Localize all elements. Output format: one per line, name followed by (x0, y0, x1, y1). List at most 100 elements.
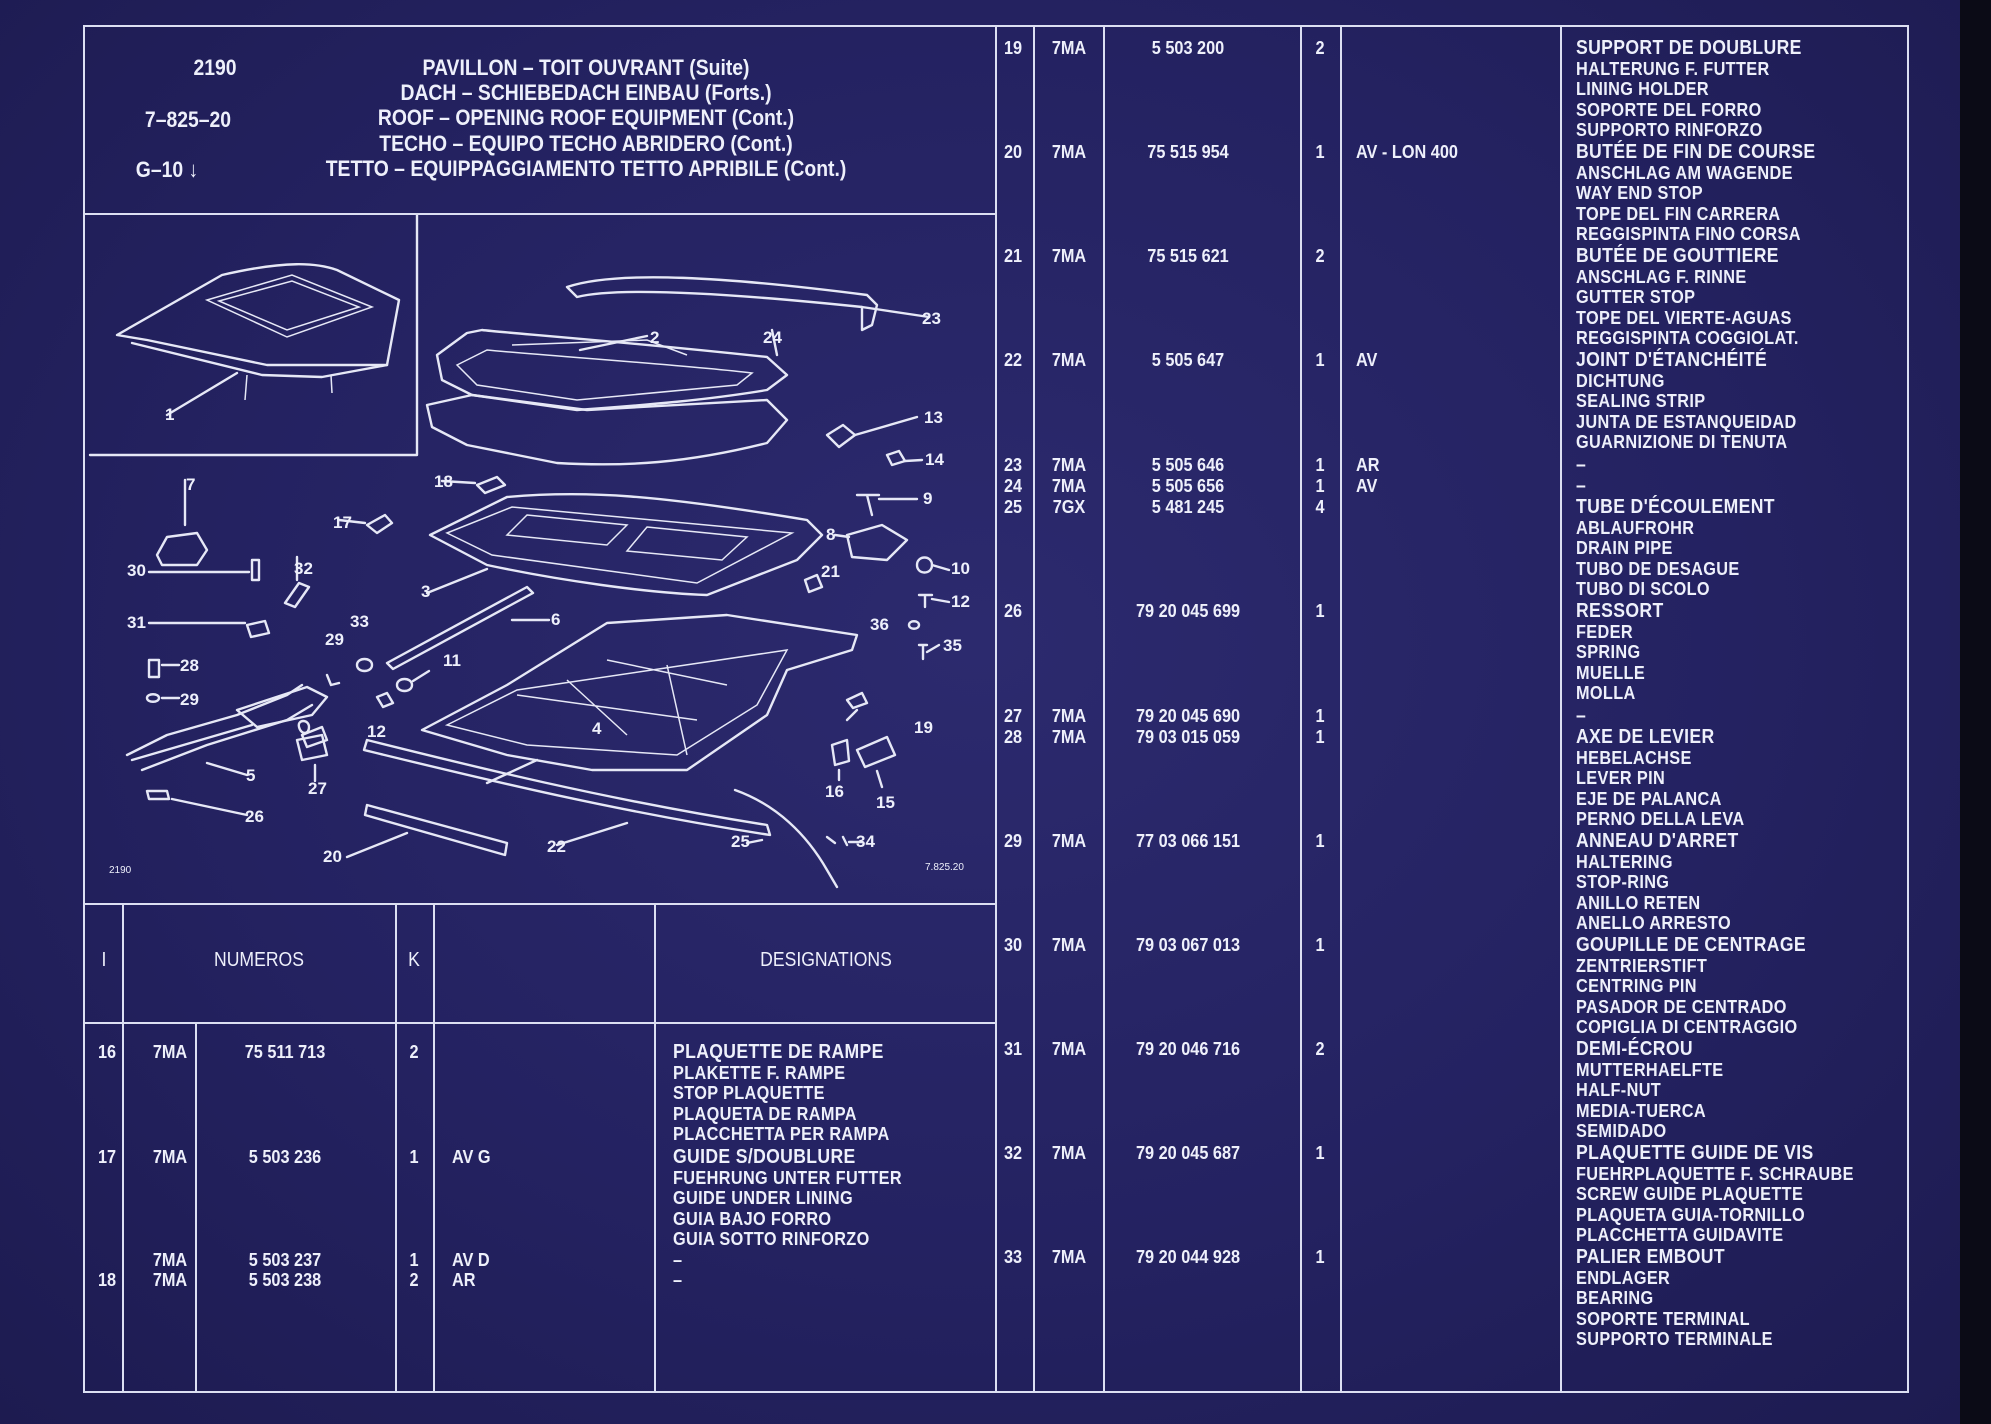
designation-line: DICHTUNG (1576, 369, 1665, 391)
designation-line: SUPPORTO TERMINALE (1576, 1328, 1773, 1350)
callout-28: 28 (180, 656, 199, 675)
roof-opening-shape (204, 274, 375, 338)
leader-20 (345, 831, 409, 859)
designation-line: FUEHRPLAQUETTE F. SCHRAUBE (1576, 1162, 1854, 1184)
right-row-prefix: 7MA (1051, 1038, 1087, 1059)
callout-29: 29 (180, 690, 199, 709)
right-row-item: 31 (1003, 1038, 1023, 1059)
right-row-item: 28 (1003, 726, 1023, 747)
part-12b-shape (300, 725, 329, 749)
designation-18a: – (673, 1249, 683, 1270)
right-row-number: 5 505 647 (1151, 349, 1225, 370)
designation-16-en: STOP PLAQUETTE (673, 1082, 825, 1104)
designation-line: GUTTER STOP (1576, 286, 1696, 308)
leader-2 (578, 334, 649, 352)
row-18a-qty: 1 (409, 1249, 419, 1270)
row-18a-prefix: 7MA (152, 1249, 188, 1270)
leader-26 (170, 797, 249, 817)
col-line-left-1 (122, 903, 124, 1391)
right-row-item: 29 (1003, 830, 1023, 851)
col-line-left-2 (195, 1022, 197, 1391)
leader-4 (485, 758, 539, 785)
callout-9: 9 (923, 489, 932, 508)
part-30-shape (250, 558, 261, 582)
designation-line: SEALING STRIP (1576, 390, 1706, 412)
right-row-item: 26 (1003, 600, 1023, 621)
callout-1: 1 (165, 405, 174, 424)
designation-16-es: PLAQUETA DE RAMPA (673, 1102, 857, 1124)
leader-23 (860, 305, 931, 319)
right-row-qty: 1 (1315, 349, 1325, 370)
part-19-shape (845, 691, 869, 710)
callout-27: 27 (308, 779, 327, 798)
right-row-qty: 2 (1315, 245, 1325, 266)
roof-inset-frame (88, 215, 419, 457)
right-row-item: 22 (1003, 349, 1023, 370)
callout-16: 16 (825, 782, 844, 801)
row-18b-item: 18 (97, 1269, 117, 1290)
designation-16-de: PLAKETTE F. RAMPE (673, 1061, 846, 1083)
right-row-number: 79 20 045 699 (1135, 600, 1241, 621)
col-line-right-3 (1300, 25, 1302, 1391)
right-row-prefix: 7MA (1051, 37, 1087, 58)
part-18-shape (475, 475, 507, 495)
designation-line: ANNEAU D'ARRET (1576, 830, 1739, 852)
part-29a-shape (325, 673, 341, 687)
leader-3 (425, 567, 489, 595)
designation-line: FEDER (1576, 620, 1633, 642)
leader-12 (930, 597, 951, 604)
part-12d-shape (375, 691, 395, 709)
designation-line: SEMIDADO (1576, 1120, 1667, 1142)
designation-17-es: GUIA BAJO FORRO (673, 1207, 832, 1229)
roof-opening-inner (216, 280, 362, 331)
title-line-2: DACH – SCHIEBEDACH EINBAU (Forts.) (400, 80, 772, 105)
right-row-designation: – (1576, 455, 1586, 476)
title-line-1: PAVILLON – TOIT OUVRANT (Suite) (422, 55, 750, 80)
part-6-shape (385, 585, 535, 671)
designation-line: MUTTERHAELFTE (1576, 1058, 1724, 1080)
leader-1 (165, 371, 239, 417)
designation-line: RESSORT (1576, 600, 1664, 622)
right-row-qty: 1 (1315, 934, 1325, 955)
designation-line: ABLAUFROHR (1576, 516, 1695, 538)
callout-32: 32 (294, 559, 313, 578)
right-row-item: 20 (1003, 141, 1023, 162)
part-12-shape (917, 593, 934, 609)
col-line-right-4 (1340, 25, 1342, 1391)
designation-line: PLAQUETA GUIA-TORNILLO (1576, 1203, 1806, 1225)
leader-17 (337, 518, 367, 525)
part-11-shape (395, 677, 414, 693)
row-17-qty: 1 (409, 1146, 419, 1167)
right-row-designation: – (1576, 706, 1586, 727)
designation-line: SOPORTE TERMINAL (1576, 1307, 1750, 1329)
row-16-item: 16 (97, 1041, 117, 1062)
seal-23-shape (565, 276, 879, 332)
designation-line: – (1576, 475, 1587, 497)
roof-panel-shape (115, 263, 401, 367)
right-row-qty: 1 (1315, 1142, 1325, 1163)
right-row-qty: 1 (1315, 141, 1325, 162)
right-row-prefix: 7GX (1052, 496, 1086, 517)
leader-18 (440, 479, 477, 485)
right-row-item: 24 (1003, 475, 1023, 496)
leader-15 (875, 769, 884, 789)
divider-table-header (83, 1022, 997, 1024)
designation-line: EJE DE PALANCA (1576, 787, 1722, 809)
callout-35: 35 (943, 636, 962, 655)
callout-26: 26 (245, 807, 264, 826)
row-16-prefix: 7MA (152, 1041, 188, 1062)
callout-31: 31 (127, 613, 146, 632)
col-line-right-5 (1560, 25, 1562, 1391)
callout-5: 5 (246, 766, 255, 785)
designation-line: HALF-NUT (1576, 1079, 1662, 1101)
row-17-item: 17 (97, 1146, 117, 1167)
designation-17-de: FUEHRUNG UNTER FUTTER (673, 1166, 902, 1188)
designation-line: TOPE DEL FIN CARRERA (1576, 202, 1781, 224)
right-row-number: 77 03 066 151 (1135, 830, 1241, 851)
callout-13: 13 (924, 408, 943, 427)
callout-15: 15 (876, 793, 895, 812)
title-line-5: TETTO – EQUIPPAGGIAMENTO TETTO APRIBILE … (325, 156, 847, 181)
designation-line: ENDLAGER (1576, 1266, 1671, 1288)
